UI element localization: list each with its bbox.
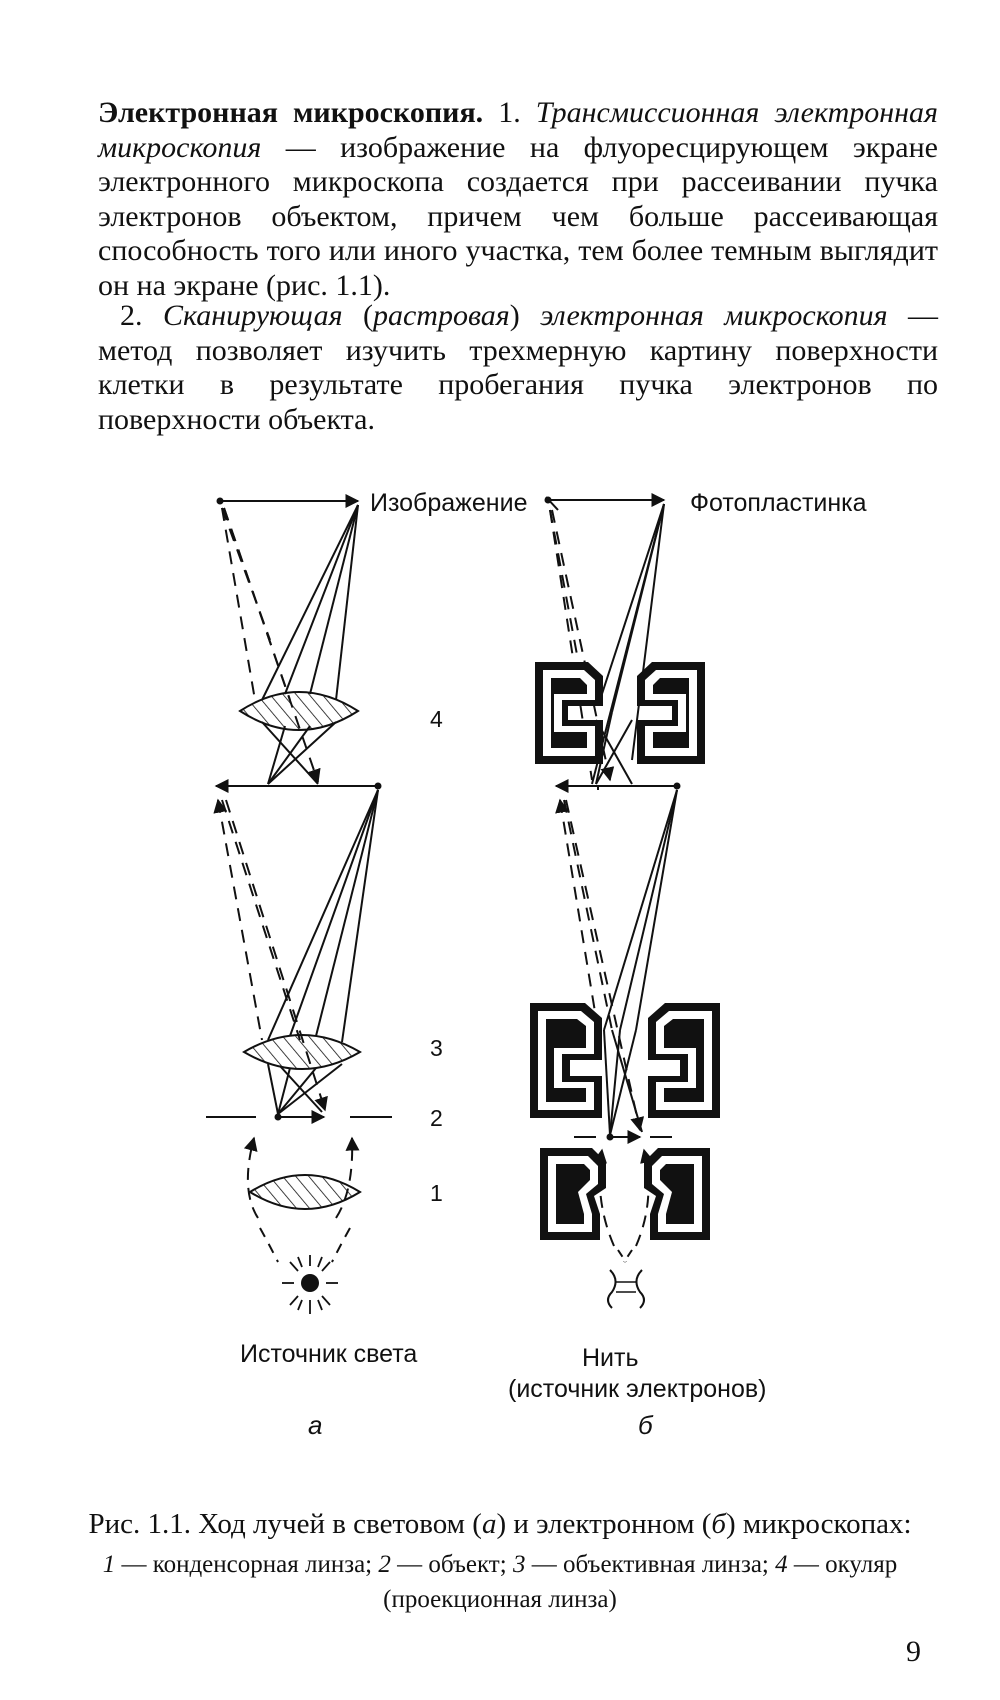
- paragraph-1: Электронная микроскопия. 1. Трансмиссион…: [98, 96, 938, 303]
- caption-b: б: [711, 1508, 726, 1540]
- term-scanning: Сканирующая: [162, 299, 343, 332]
- caption-num: 4: [775, 1551, 788, 1578]
- caption-text: — объективная линза;: [525, 1551, 776, 1578]
- label-num-4: 4: [430, 706, 443, 732]
- label-light-source: Источник света: [240, 1340, 417, 1368]
- section-heading: Электронная микроскопия.: [98, 96, 484, 129]
- caption-text: — конденсорная линза;: [115, 1551, 379, 1578]
- caption-text: ) микроскопах:: [725, 1508, 912, 1540]
- paragraph-2-text: — метод позволяет изучить трехмерную кар…: [98, 299, 938, 436]
- caption-num: 2: [378, 1551, 391, 1578]
- page-number: 9: [906, 1635, 921, 1668]
- caption-a: а: [481, 1508, 497, 1540]
- eyepiece-lens-4: [238, 691, 360, 731]
- term-transmission: Трансмиссионная электронная микроскопия: [98, 96, 938, 164]
- label-num-3: 3: [430, 1035, 443, 1061]
- panel-label-a: а: [308, 1410, 322, 1440]
- paragraph-1-text: — изображение на флуоресцирующем экране …: [98, 130, 938, 302]
- paren-open: (: [342, 299, 373, 332]
- caption-text: Рис. 1.1. Ход лучей в световом (: [88, 1508, 482, 1540]
- label-electron-source: (источник электронов): [508, 1375, 766, 1403]
- caption-text: — объект;: [390, 1551, 513, 1578]
- label-filament: Нить: [582, 1344, 639, 1372]
- caption-text: ) и электронном (: [496, 1508, 712, 1540]
- objective-lens-3: [242, 1034, 362, 1070]
- caption-num: 3: [512, 1551, 526, 1578]
- projection-magnetic-lens-4: [535, 662, 705, 764]
- term-raster: растровая: [372, 299, 510, 332]
- paren-close: ): [509, 299, 541, 332]
- light-source-bulb: [301, 1274, 319, 1292]
- label-image: Изображение: [370, 489, 527, 517]
- term-em: электронная микроскопия: [540, 299, 888, 332]
- caption-text: — окуляр: [787, 1551, 898, 1578]
- label-num-1: 1: [430, 1180, 443, 1206]
- figure-caption-line-2: 1 — конденсорная линза; 2 — объект; 3 — …: [60, 1551, 940, 1579]
- figure-caption-line-3: (проекционная линза): [383, 1586, 617, 1613]
- light-microscope-panel: [206, 494, 392, 1314]
- label-num-2: 2: [430, 1105, 443, 1131]
- caption-num: 1: [102, 1551, 116, 1578]
- condenser-magnetic-lens-1: [540, 1148, 710, 1240]
- label-photoplate: Фотопластинка: [690, 489, 867, 517]
- condenser-lens-1: [248, 1174, 362, 1210]
- objective-magnetic-lens-3: [530, 1003, 720, 1118]
- figure-caption-line-1: Рис. 1.1. Ход лучей в световом (а) и эле…: [60, 1508, 940, 1541]
- paragraph-2: 2. Сканирующая (растровая) электронная м…: [98, 299, 938, 437]
- filament-wire: [607, 1269, 617, 1309]
- panel-label-b: б: [638, 1410, 654, 1440]
- item-number: 2.: [120, 299, 163, 332]
- item-number: 1.: [483, 96, 536, 129]
